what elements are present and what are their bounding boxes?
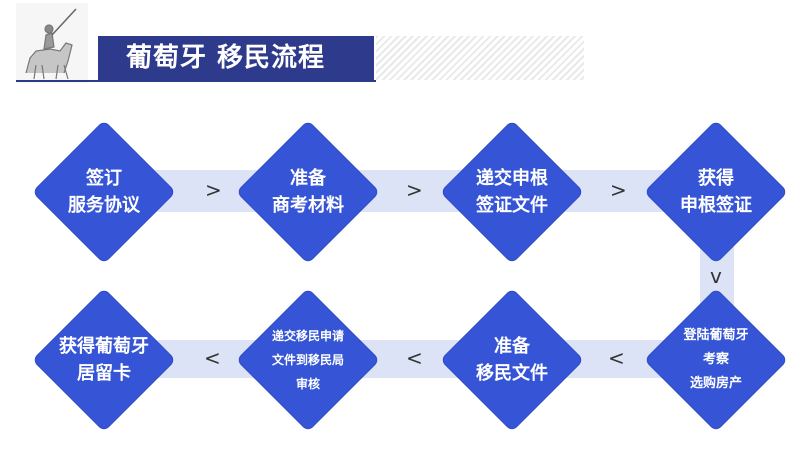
arrow-right-3: > (610, 178, 627, 202)
arrow-down: v (710, 264, 722, 288)
step-node-6: 准备 移民文件 (440, 288, 584, 432)
step-2-line-1: 准备 (290, 168, 326, 189)
step-node-5: 登陆葡萄牙 考察 选购房产 (644, 288, 788, 432)
step-node-7: 递交移民申请 文件到移民局 审核 (236, 288, 380, 432)
step-4-line-1: 获得 (698, 168, 734, 189)
connector-band-row1 (106, 170, 718, 212)
step-7-line-1: 递交移民申请 (271, 329, 344, 343)
step-5-line-3: 选购房产 (689, 376, 742, 391)
arrow-left-3: < (204, 346, 221, 370)
step-1-line-2: 服务协议 (68, 195, 140, 216)
step-7-line-2: 文件到移民局 (271, 353, 344, 367)
step-3-line-2: 签证文件 (476, 195, 548, 216)
step-node-1: 签订 服务协议 (32, 120, 176, 264)
arrow-left-2: < (406, 346, 423, 370)
page-title: 葡萄牙 移民流程 (126, 43, 326, 73)
arrow-right-2: > (406, 178, 423, 202)
title-hatch-decoration (376, 36, 584, 80)
arrow-right-1: > (205, 178, 222, 202)
step-2-line-2: 商考材料 (272, 195, 344, 216)
step-1-line-1: 签订 (86, 168, 122, 189)
step-node-2: 准备 商考材料 (236, 120, 380, 264)
header-underline (16, 80, 376, 82)
knight-logo (16, 3, 88, 83)
step-3-line-1: 递交申根 (476, 168, 548, 189)
step-5-line-1: 登陆葡萄牙 (683, 328, 749, 343)
connector-band-row2 (106, 340, 718, 378)
step-6-line-1: 准备 (494, 336, 530, 357)
title-bar (98, 36, 374, 80)
step-node-8: 获得葡萄牙 居留卡 (32, 288, 176, 432)
step-5-line-2: 考察 (702, 352, 729, 367)
arrow-left-1: < (608, 346, 625, 370)
step-6-line-2: 移民文件 (476, 363, 548, 384)
step-7-line-3: 审核 (295, 377, 320, 391)
step-node-3: 递交申根 签证文件 (440, 120, 584, 264)
step-node-4: 获得 申根签证 (644, 120, 788, 264)
step-8-line-2: 居留卡 (77, 363, 131, 384)
step-4-line-2: 申根签证 (680, 195, 752, 216)
step-8-line-1: 获得葡萄牙 (59, 336, 149, 357)
